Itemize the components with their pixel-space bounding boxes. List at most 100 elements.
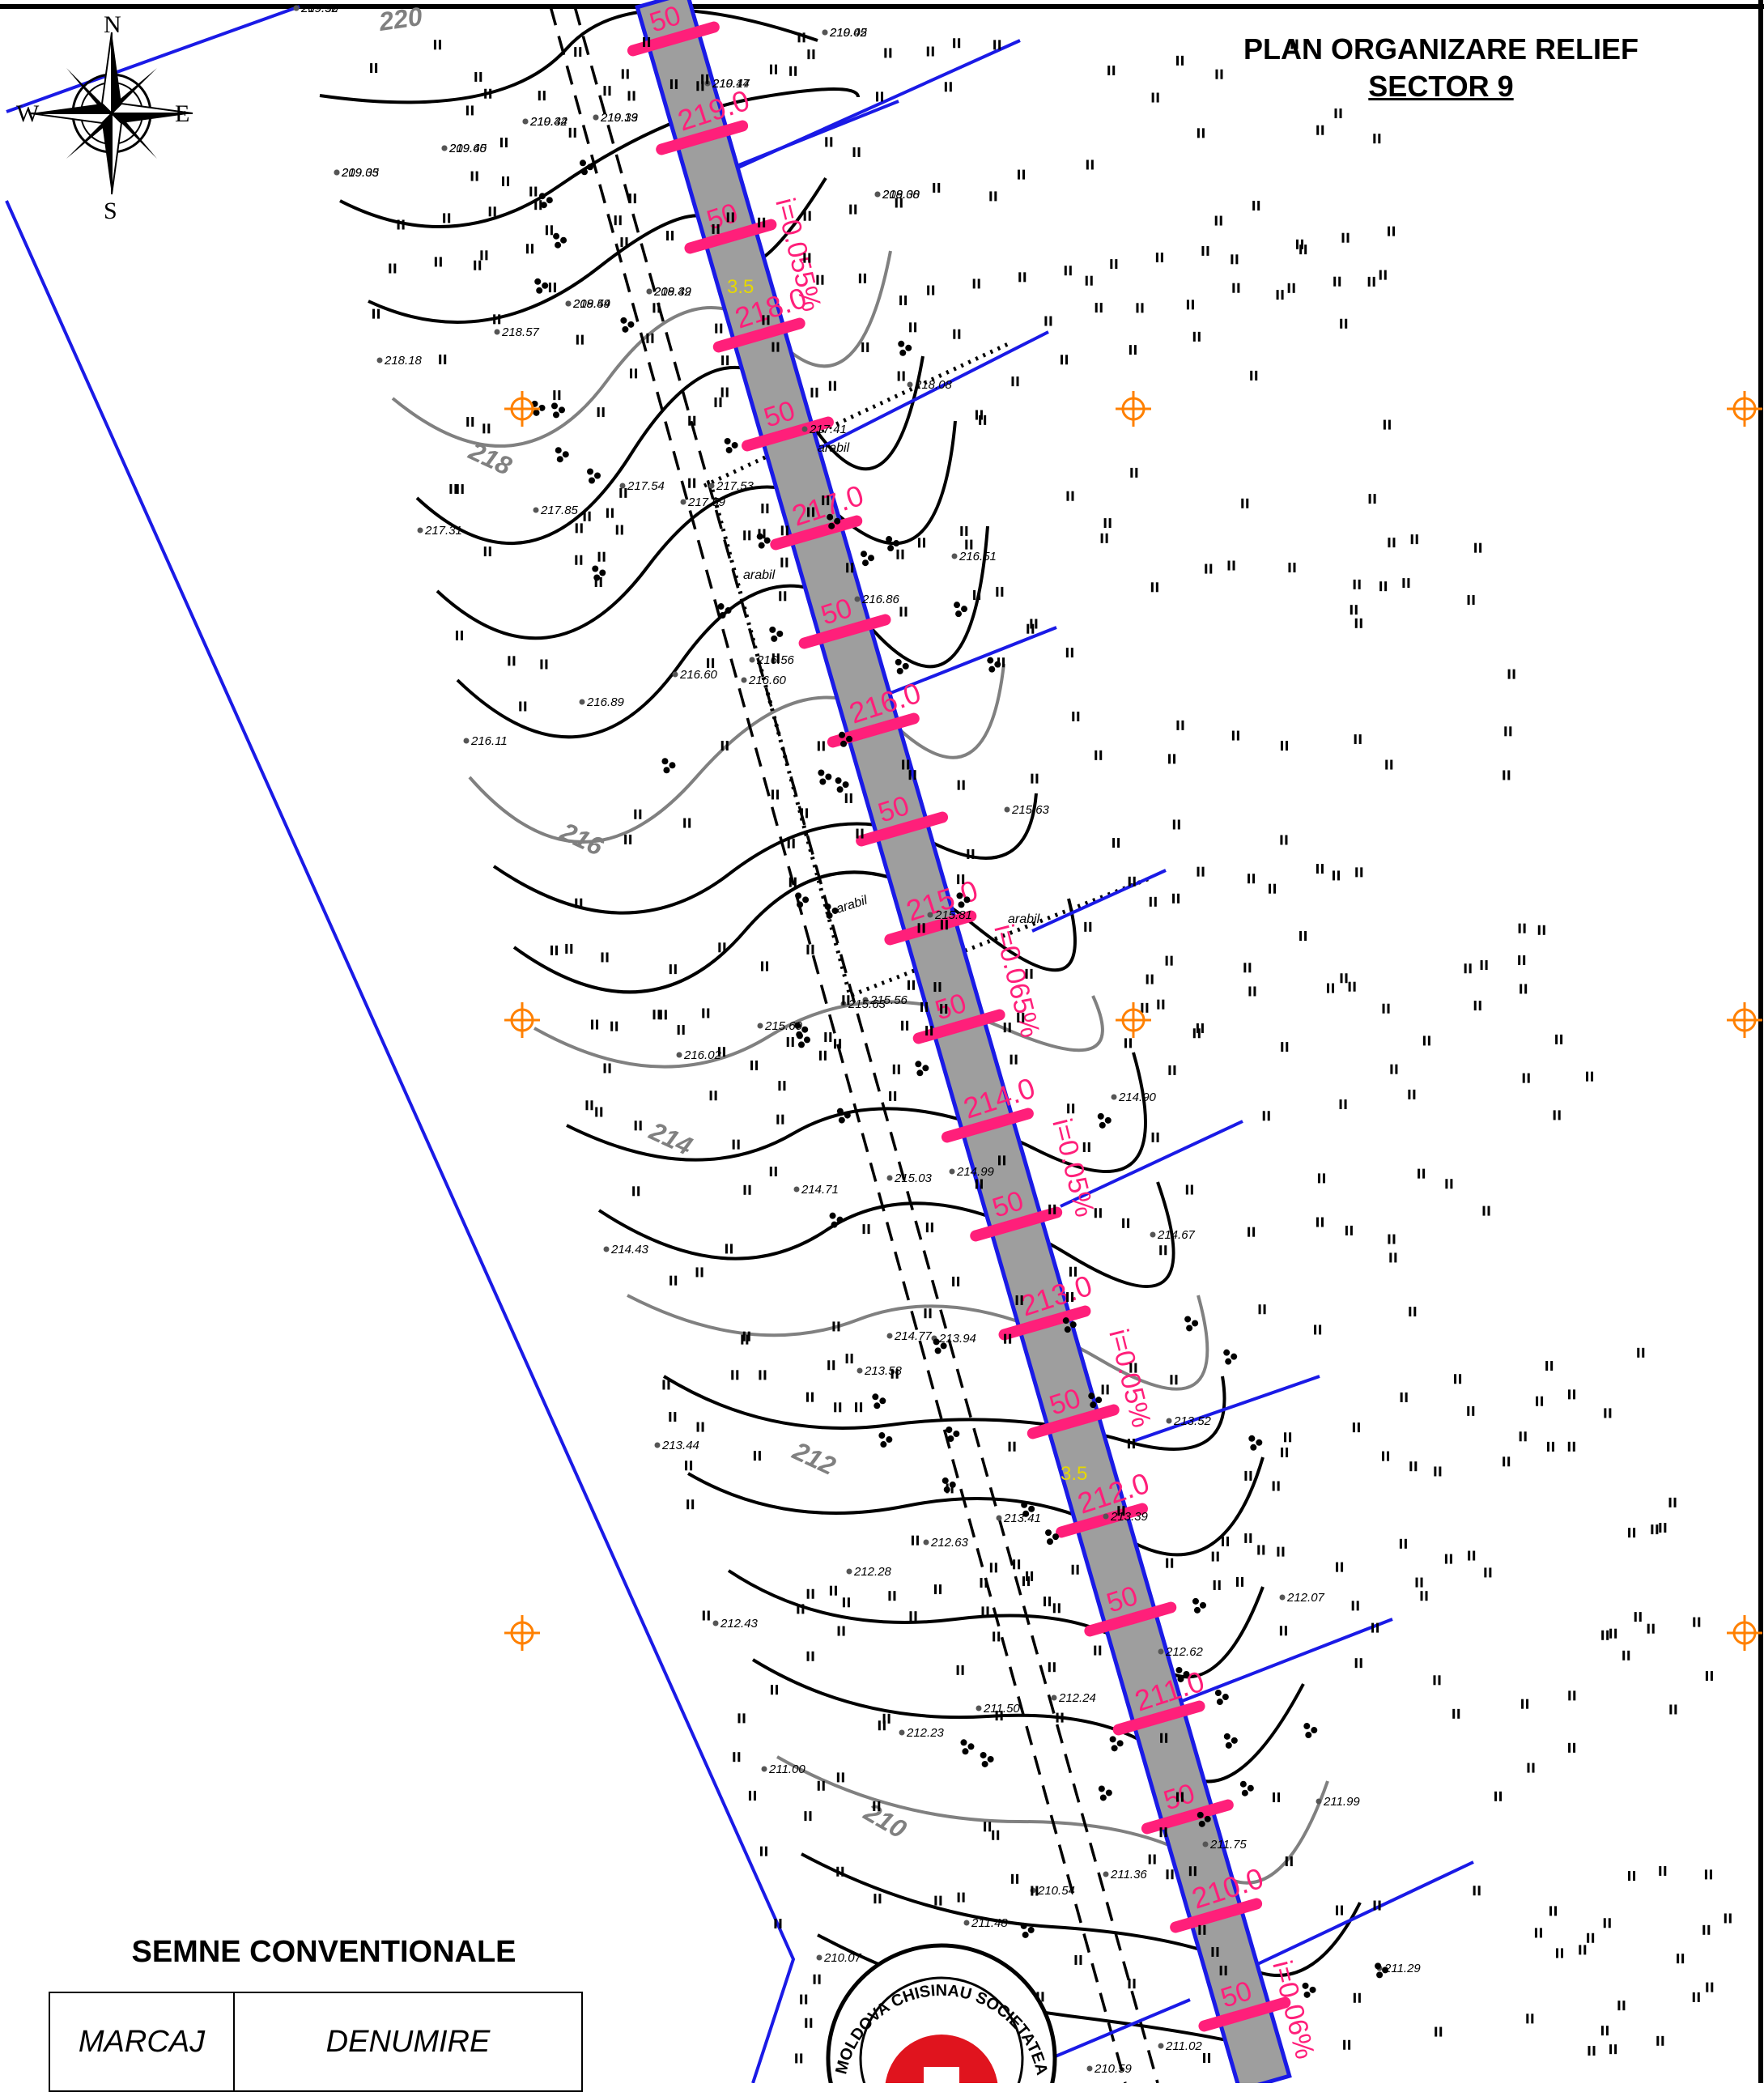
shrub-dot (534, 278, 542, 285)
grass-tick (1573, 1690, 1576, 1701)
grass-tick (1346, 232, 1350, 243)
grass-tick (1642, 1347, 1645, 1358)
shrub-dot (1062, 1317, 1069, 1325)
grass-tick (1606, 1630, 1609, 1640)
grass-tick (847, 995, 850, 1006)
grass-tick (1354, 605, 1358, 615)
grass-tick (1172, 893, 1175, 904)
grass-tick (753, 1790, 756, 1801)
spot-point (1202, 1841, 1209, 1848)
grass-tick (1609, 1408, 1612, 1418)
grass-tick (1071, 1292, 1074, 1303)
grass-tick (836, 1772, 839, 1783)
grass-tick (1022, 1012, 1025, 1023)
shrub-dot (756, 533, 763, 540)
grass-tick (909, 1611, 912, 1622)
grass-tick (878, 1801, 881, 1811)
spot-elevation: 215.63 (1011, 803, 1050, 817)
grass-tick (475, 171, 478, 181)
grass-tick (1201, 1023, 1204, 1034)
grass-tick (832, 1360, 835, 1371)
spot-point (463, 738, 470, 744)
grass-tick (1052, 1662, 1056, 1673)
grass-tick (1030, 968, 1033, 979)
spot-point (1316, 1798, 1322, 1805)
grass-tick (858, 273, 861, 283)
grass-tick (989, 191, 993, 202)
spot-point (603, 1246, 610, 1252)
grass-tick (1148, 1854, 1151, 1865)
parcel-boundary (5, 200, 796, 2083)
grass-tick (489, 88, 492, 99)
grass-tick (1656, 1524, 1659, 1535)
grass-tick (1053, 1204, 1056, 1214)
grass-tick (1082, 1142, 1086, 1153)
shrub-dot (967, 1743, 975, 1750)
grass-tick (855, 1402, 858, 1413)
station-bar (627, 21, 720, 57)
shrub-dot (898, 340, 905, 347)
grass-tick (957, 874, 960, 885)
grass-tick (1153, 1854, 1156, 1865)
grass-tick (1390, 759, 1393, 770)
grass-tick (1392, 1234, 1396, 1244)
grass-tick (1031, 1886, 1034, 1896)
grass-tick (1164, 1245, 1167, 1256)
spot-point (963, 1920, 970, 1926)
grass-tick (800, 1994, 803, 2005)
grass-tick (487, 423, 491, 434)
grass-tick (1295, 39, 1299, 49)
grass-tick (1438, 1675, 1441, 1686)
grass-tick (907, 759, 910, 770)
grass-tick (1673, 1497, 1677, 1507)
grass-tick (856, 828, 859, 839)
grass-tick (1526, 2013, 1529, 2024)
spot-elevation: 210.02 (829, 26, 868, 40)
drain-line (1035, 1998, 1191, 2066)
grass-tick (608, 1063, 611, 1074)
grass-tick (878, 1894, 882, 1904)
grass-tick (980, 1577, 983, 1588)
grass-tick (1405, 1392, 1408, 1402)
grass-tick (783, 1081, 786, 1091)
shrub-dot (540, 202, 547, 209)
grass-tick (1288, 562, 1291, 572)
grass-tick (1014, 1054, 1018, 1065)
grass-tick (1031, 623, 1035, 634)
shrub-dot (1046, 1538, 1053, 1546)
grass-tick (1637, 1347, 1640, 1358)
grass-tick (620, 525, 623, 535)
grass-tick (507, 176, 510, 186)
grass-tick (1390, 1064, 1393, 1074)
grass-tick (666, 231, 669, 241)
spot-elevation: 212.43 (720, 1617, 759, 1631)
shrub-dot (1069, 1321, 1077, 1329)
shrub-dot (915, 1061, 922, 1068)
grass-tick (812, 507, 815, 517)
spot-point (293, 5, 300, 11)
spot-point (533, 507, 539, 513)
grass-tick (971, 848, 975, 859)
grass-tick (1452, 1708, 1456, 1719)
grass-tick (732, 1139, 735, 1150)
grass-tick (534, 186, 538, 197)
grass-tick (787, 838, 790, 848)
grass-tick (1402, 578, 1405, 589)
grass-tick (1422, 1168, 1426, 1179)
grass-tick (449, 483, 453, 494)
spot-point (672, 671, 678, 678)
grass-tick (970, 539, 973, 550)
grass-tick (892, 1064, 895, 1074)
grass-tick (570, 943, 573, 954)
shrub-dot (1214, 1690, 1222, 1697)
grass-tick (1061, 355, 1064, 365)
grass-tick (1086, 159, 1089, 170)
spot-elevation: 215.63 (848, 997, 886, 1011)
shrub-dot (840, 740, 848, 747)
shrub-dot (905, 344, 912, 351)
grass-tick (1277, 1546, 1280, 1557)
grass-tick (1633, 1528, 1636, 1538)
spot-elevation: 218.44 (572, 297, 610, 311)
grass-tick (1280, 835, 1283, 845)
shrub-dot (947, 1435, 954, 1443)
